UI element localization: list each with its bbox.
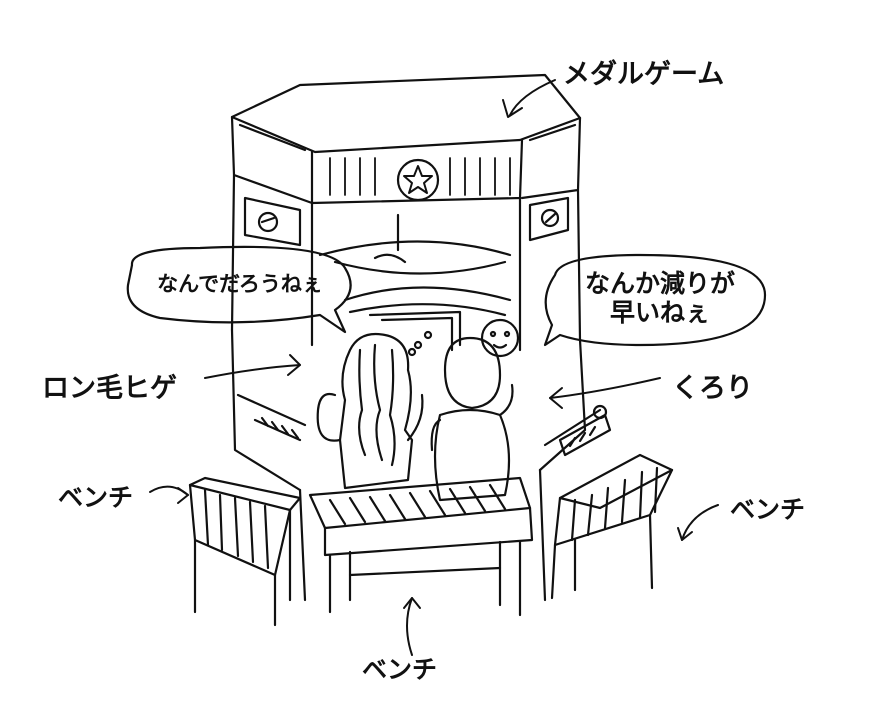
star-icon	[396, 158, 440, 202]
label-kurori: くろり	[672, 373, 753, 404]
label-bench-right: ベンチ	[730, 495, 806, 524]
side-panel-right	[528, 188, 582, 342]
speech-right-line1: なんか減りが	[584, 269, 735, 298]
machine-lower	[230, 328, 612, 602]
speech-bubble-left	[126, 245, 352, 334]
speech-right-line2: 早いねぇ	[609, 297, 710, 327]
speech-bubble-right	[543, 253, 767, 347]
bench-right	[550, 453, 674, 600]
speech-left-text: なんでだろうねぇ	[157, 272, 323, 296]
panel-stripes	[329, 157, 511, 196]
kurori-character	[430, 336, 514, 502]
label-bench-left: ベンチ	[58, 483, 134, 512]
side-panel-left	[230, 173, 302, 332]
bench-left	[188, 476, 302, 627]
bench-center	[308, 476, 534, 617]
label-bench-bottom: ベンチ	[362, 655, 438, 684]
label-long-hair-beard: ロン毛ヒゲ	[42, 373, 177, 404]
speech-right-text: なんか減りが 早いねぇ	[565, 269, 755, 328]
arrow-icon	[149, 79, 719, 656]
label-medal-game: メダルゲーム	[563, 59, 725, 90]
long-hair-character	[316, 332, 424, 490]
playfield	[310, 196, 522, 358]
